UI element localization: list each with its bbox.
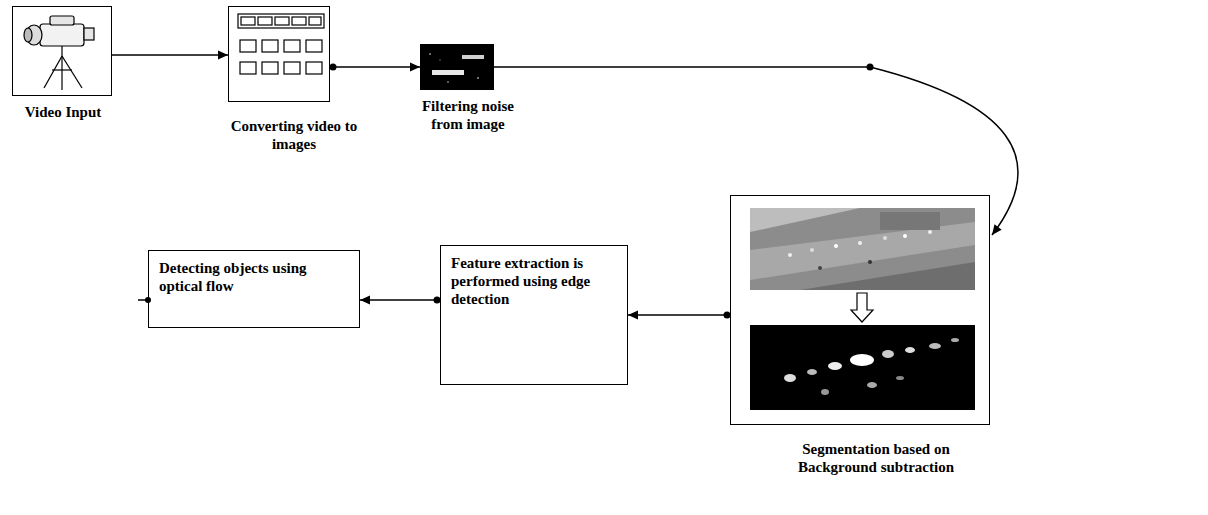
connector bbox=[360, 296, 441, 305]
frames-box: Converting video to images bbox=[228, 6, 330, 102]
arrowhead bbox=[410, 63, 420, 72]
arrowhead bbox=[360, 296, 370, 305]
arrowhead bbox=[992, 224, 1002, 235]
process-box: Detecting objects using optical flow bbox=[148, 250, 360, 328]
arrowhead bbox=[218, 51, 228, 60]
down-arrow bbox=[851, 293, 873, 322]
segmentation-box: Segmentation based on Background subtrac… bbox=[730, 195, 990, 425]
box-caption: Filtering noise from image bbox=[413, 97, 523, 133]
noise-image bbox=[421, 45, 493, 89]
connector-dot bbox=[867, 64, 874, 71]
box-text: Detecting objects using optical flow bbox=[159, 259, 349, 295]
connector-line bbox=[628, 314, 727, 316]
image-box: Filtering noise from image bbox=[420, 44, 494, 90]
output-stub bbox=[138, 297, 151, 303]
connector bbox=[494, 64, 1018, 236]
camera-box: Video Input bbox=[12, 6, 112, 96]
connector bbox=[112, 51, 228, 60]
process-box: Feature extraction is performed using ed… bbox=[440, 245, 628, 385]
connector bbox=[330, 63, 421, 72]
box-caption: Segmentation based on Background subtrac… bbox=[771, 440, 981, 476]
aerial-image bbox=[750, 208, 975, 290]
box-caption: Video Input bbox=[8, 103, 118, 121]
film-frames-illustration bbox=[238, 14, 324, 74]
connector-line bbox=[494, 67, 1018, 235]
connector-line bbox=[333, 66, 420, 68]
box-caption: Converting video to images bbox=[229, 117, 359, 153]
box-text: Feature extraction is performed using ed… bbox=[451, 254, 617, 308]
connector-line bbox=[360, 299, 437, 301]
connector bbox=[628, 311, 731, 320]
connector-line bbox=[112, 54, 228, 56]
camera-illustration bbox=[24, 16, 94, 90]
connector-dot bbox=[330, 64, 337, 71]
arrowhead bbox=[628, 311, 638, 320]
foreground-mask-image bbox=[750, 325, 975, 410]
